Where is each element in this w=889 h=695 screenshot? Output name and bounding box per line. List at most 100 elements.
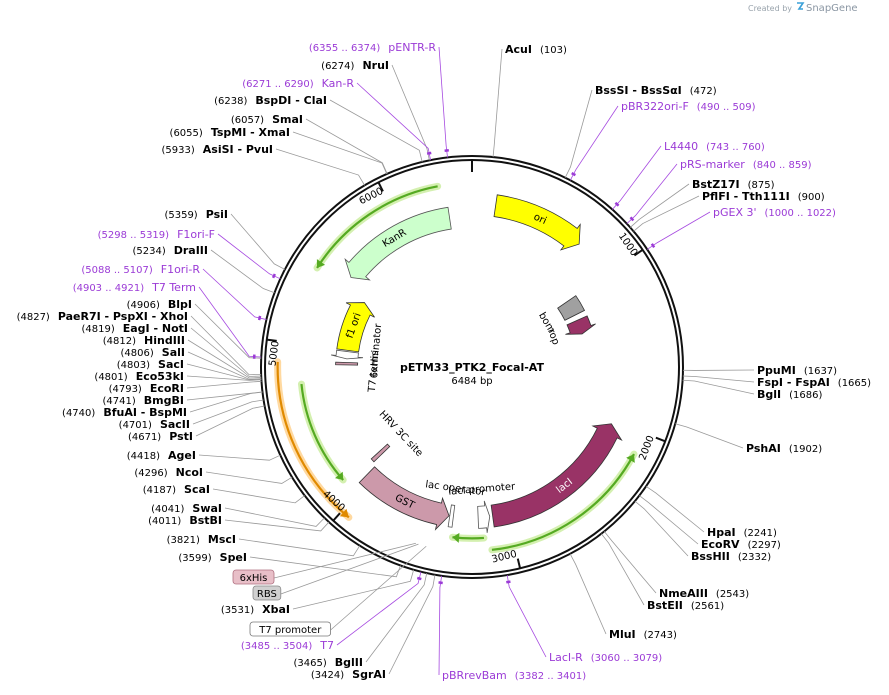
enzyme-label[interactable]: (4701)SacII <box>119 418 190 431</box>
enzyme-label[interactable]: (4812)HindIII <box>103 334 185 347</box>
feature-6xhis[interactable] <box>335 361 359 366</box>
enzyme-label[interactable]: (4806)SalI <box>121 346 185 359</box>
orf-arrowhead <box>316 259 326 268</box>
plasmid-name: pETM33_PTK2_Focal-AT <box>400 361 544 374</box>
enzyme-label[interactable]: MluI(2743) <box>609 628 677 641</box>
feature-lac-operator[interactable] <box>447 504 456 528</box>
enzyme-label[interactable]: (3424)SgrAI <box>311 668 386 681</box>
enzyme-label[interactable]: (4187)ScaI <box>143 483 210 496</box>
enzyme-name: MluI <box>609 628 636 641</box>
feature-hrv-3c-site[interactable] <box>370 443 391 463</box>
enzyme-label[interactable]: BssSI - BssSαI(472) <box>595 84 717 97</box>
enzyme-label[interactable]: (4041)SwaI <box>151 502 222 515</box>
primer-name: F1ori-F <box>177 228 215 241</box>
enzyme-label[interactable]: (4906)BlpI <box>127 298 192 311</box>
plasmid-size: 6484 bp <box>451 376 492 387</box>
enzyme-label[interactable]: (5234)DraIII <box>132 244 208 257</box>
enzyme-leader-line <box>190 327 262 377</box>
enzyme-label[interactable]: PflFI - Tth111I(900) <box>702 190 825 203</box>
enzyme-label[interactable]: AcuI(103) <box>505 43 567 56</box>
enzyme-label[interactable]: (3599)SpeI <box>178 551 247 564</box>
primer-binding-mark <box>271 273 276 279</box>
feature-box-text: T7 promoter <box>258 625 322 636</box>
primer-label[interactable]: pGEX 3'(1000 .. 1022) <box>713 206 836 219</box>
feature-bom[interactable] <box>557 295 586 321</box>
primer-binding-mark <box>614 201 620 207</box>
primer-label[interactable]: (6355 .. 6374)pENTR-R <box>309 41 436 54</box>
feature-gst[interactable] <box>358 466 450 531</box>
primer-label[interactable]: pBRrevBam(3382 .. 3401) <box>442 669 586 682</box>
enzyme-label[interactable]: (4296)NcoI <box>134 466 203 479</box>
feature-f1-ori[interactable] <box>336 302 375 353</box>
enzyme-leader-line <box>186 363 262 381</box>
enzyme-label[interactable]: FspI - FspAI(1665) <box>757 376 871 389</box>
enzyme-label[interactable]: (3821)MscI <box>167 533 236 546</box>
feature-t7-terminator[interactable] <box>331 349 364 360</box>
feature-laci[interactable] <box>490 423 623 528</box>
enzyme-label[interactable]: (6238)BspDI - ClaI <box>214 94 327 107</box>
primer-label[interactable]: (5088 .. 5107)F1ori-R <box>81 263 200 276</box>
enzyme-label[interactable]: (5933)AsiSI - PvuI <box>162 143 274 156</box>
primer-label[interactable]: (3485 .. 3504)T7 <box>241 639 334 652</box>
enzyme-leader-line <box>212 488 305 504</box>
enzyme-position: (875) <box>748 180 775 191</box>
enzyme-label[interactable]: PpuMI(1637) <box>757 364 837 377</box>
primer-position: (5298 .. 5319) <box>98 230 170 241</box>
feature-ori[interactable] <box>493 194 581 251</box>
feature-leader-line <box>280 543 419 595</box>
enzyme-label[interactable]: (4418)AgeI <box>127 449 196 462</box>
enzyme-position: (4011) <box>148 516 181 527</box>
enzyme-label[interactable]: (4741)BmgBI <box>103 394 184 407</box>
enzyme-label[interactable]: (4803)SacI <box>117 358 184 371</box>
enzyme-label[interactable]: NmeAIII(2543) <box>659 587 749 600</box>
enzyme-leader-line <box>634 500 689 557</box>
enzyme-label[interactable]: (4801)Eco53kI <box>94 370 184 383</box>
enzyme-label[interactable]: (6274)NruI <box>321 59 389 72</box>
primer-label[interactable]: L4440(743 .. 760) <box>664 140 765 153</box>
feature-box-label[interactable] <box>249 621 331 637</box>
primer-label[interactable]: LacI-R(3060 .. 3079) <box>549 651 662 664</box>
enzyme-leader-line <box>224 507 325 527</box>
primer-label[interactable]: pBR322ori-F(490 .. 509) <box>621 100 756 113</box>
primer-position: (4903 .. 4921) <box>73 283 145 294</box>
enzyme-position: (5933) <box>162 145 195 156</box>
enzyme-label[interactable]: (4011)BstBI <box>148 514 222 527</box>
enzyme-leader-line <box>189 391 263 413</box>
enzyme-label[interactable]: (4827)PaeR7I - PspXI - XhoI <box>17 310 188 323</box>
enzyme-name: XbaI <box>262 603 290 616</box>
enzyme-label[interactable]: BstEII(2561) <box>647 599 724 612</box>
primer-label[interactable]: (6271 .. 6290)Kan-R <box>242 77 354 90</box>
feature-rop[interactable] <box>565 315 596 335</box>
enzyme-label[interactable]: (3465)BglII <box>294 656 363 669</box>
feature-box-label[interactable] <box>232 569 275 585</box>
enzyme-label[interactable]: (6055)TspMI - XmaI <box>170 126 290 139</box>
enzyme-label[interactable]: BstZ17I(875) <box>692 178 775 191</box>
primer-label[interactable]: pRS-marker(840 .. 859) <box>680 158 812 171</box>
feature-kanr[interactable] <box>344 206 452 281</box>
enzyme-leader-line <box>198 454 281 461</box>
enzyme-label[interactable]: HpaI(2241) <box>707 526 777 539</box>
enzyme-label[interactable]: PshAI(1902) <box>746 442 822 455</box>
enzyme-label[interactable]: (4671)PstI <box>128 430 193 443</box>
feature-box-label[interactable] <box>252 585 282 601</box>
enzyme-label[interactable]: EcoRV(2297) <box>701 538 781 551</box>
primer-label[interactable]: (5298 .. 5319) F1ori-F <box>98 228 215 241</box>
orf-arrowhead <box>452 532 460 543</box>
enzyme-label[interactable]: (4819)EagI - NotI <box>81 322 188 335</box>
enzyme-position: (3465) <box>294 658 327 669</box>
enzyme-label[interactable]: (3531)XbaI <box>221 603 290 616</box>
enzyme-label[interactable]: (4740)BfuAI - BspMI <box>62 406 187 419</box>
feature-laci-promoter[interactable] <box>477 500 491 533</box>
enzyme-position: (4418) <box>127 451 160 462</box>
enzyme-label[interactable]: BglI(1686) <box>757 388 822 401</box>
enzyme-label[interactable]: (5359)PsiI <box>164 208 228 221</box>
enzyme-label[interactable]: (4793)EcoRI <box>109 382 184 395</box>
tick-mark <box>377 181 384 192</box>
enzyme-name: BfuAI - BspMI <box>103 406 187 419</box>
snapgene-logo-icon <box>797 2 805 10</box>
enzyme-label[interactable]: (6057)SmaI <box>231 113 303 126</box>
enzyme-label[interactable]: BssHII(2332) <box>691 550 771 563</box>
enzyme-leader-line <box>492 48 503 158</box>
primer-label[interactable]: (4903 .. 4921)T7 Term <box>73 281 196 294</box>
enzyme-position: (4801) <box>94 372 127 383</box>
